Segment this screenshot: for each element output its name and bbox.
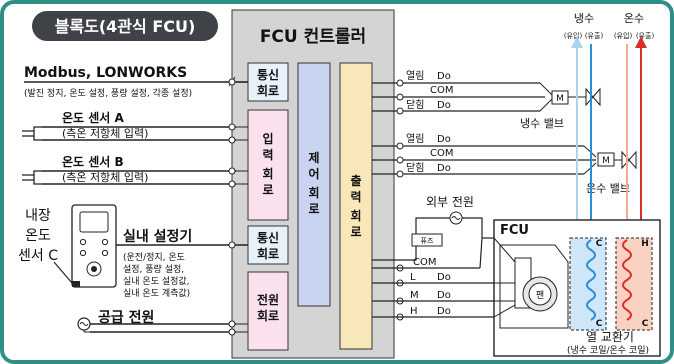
fan-h-label: H xyxy=(410,306,418,317)
cold-coil-bottom-label: C xyxy=(596,319,603,329)
hot-coil-bottom-label: C xyxy=(642,319,649,329)
comm2-line2: 회로 xyxy=(257,246,279,261)
fan-m-do: Do xyxy=(437,290,451,301)
cold-com-label: COM xyxy=(430,85,453,96)
builtin-line3: 센서 C xyxy=(18,248,58,264)
modbus-title: Modbus, LONWORKS xyxy=(24,65,187,81)
control-char-4: 로 xyxy=(308,202,319,216)
modbus-subtitle: (발진 정지, 온도 설정, 풍량 설정, 각종 설정) xyxy=(24,87,192,99)
heat-exchanger-sub: (냉수 코일/온수 코일) xyxy=(567,345,649,356)
input-circuit: 입 력 회 로 xyxy=(247,109,289,221)
hot-open-label: 열림 xyxy=(406,133,424,145)
hot-valve-icon xyxy=(621,150,637,170)
heat-exchanger-label: 열 교환기 xyxy=(586,330,634,344)
output-char-2: 력 xyxy=(350,190,361,204)
fan-outputs: COM L Do M Do H Do xyxy=(372,237,494,321)
comm1-line1: 통신 xyxy=(257,67,279,82)
hot-pipe-label: 온수 xyxy=(624,12,644,25)
cold-pipe-label: 냉수 xyxy=(574,12,594,25)
temp-sensor-a: 온도 센서 A (측온 저항체 입력) xyxy=(22,110,248,144)
cold-valve-icon xyxy=(585,87,601,107)
cold-valve-outputs: 열림 Do COM 닫힘 Do M 냉수 밸브 xyxy=(372,70,601,130)
room-setter-sub-3: 실내 온도 설정값, xyxy=(123,275,190,287)
external-power-label: 외부 전원 xyxy=(426,195,474,209)
sensor-a-icon xyxy=(22,126,42,141)
sensor-b-sub: (측온 저항체 입력) xyxy=(62,171,148,184)
fan-com-label: COM xyxy=(413,257,436,268)
cold-close-label: 닫힘 xyxy=(406,99,424,111)
hot-outflow-label: (유출) xyxy=(636,31,655,40)
comm1-line2: 회로 xyxy=(257,83,279,98)
fan-m-label: M xyxy=(410,290,419,301)
builtin-sensor-label: 내장 온도 센서 C xyxy=(18,208,73,284)
hot-open-do: Do xyxy=(437,134,451,145)
hot-close-label: 닫힘 xyxy=(406,162,424,174)
hot-inflow-label: (유입) xyxy=(614,32,633,40)
room-setter-sub-1: (운전/정지, 온도 xyxy=(123,252,185,263)
builtin-line1: 내장 xyxy=(25,208,51,224)
power-line2: 회로 xyxy=(257,308,279,323)
output-char-3: 회 xyxy=(350,208,361,223)
control-circuit: 제 어 회 로 xyxy=(297,62,331,307)
temp-sensor-b: 온도 센서 B (측온 저항체 입력) xyxy=(22,154,248,188)
power-line1: 전원 xyxy=(257,292,279,307)
output-char-1: 출 xyxy=(350,173,361,188)
input-char-3: 회 xyxy=(262,166,273,181)
control-char-1: 제 xyxy=(308,151,319,165)
hot-coil-top-label: H xyxy=(641,239,649,249)
room-setter-label: 실내 설정기 xyxy=(123,228,192,245)
input-char-2: 력 xyxy=(262,148,273,162)
room-controller-device xyxy=(71,204,117,288)
room-setter-sub-4: 실내 온도 계측값) xyxy=(123,287,190,299)
cold-open-do: Do xyxy=(437,71,451,82)
hot-com-label: COM xyxy=(430,148,453,159)
cold-close-do: Do xyxy=(437,100,451,111)
sensor-a-label: 온도 센서 A xyxy=(62,110,125,125)
input-char-4: 로 xyxy=(262,183,273,197)
sensor-b-label: 온도 센서 B xyxy=(62,154,124,169)
cold-open-label: 열림 xyxy=(406,70,424,82)
fan-l-label: L xyxy=(410,272,416,283)
cold-outflow-label: (유출) xyxy=(585,31,604,40)
hot-valve-outputs: 열림 Do COM 닫힘 Do M 온수 밸브 xyxy=(372,133,637,195)
fcu-unit: FCU 팬 C C H C 열 교환기 (냉수 코일/온수 코일) xyxy=(493,219,661,357)
room-setter-sub-2: 설정, 풍량 설정, xyxy=(123,263,184,275)
output-char-4: 로 xyxy=(350,225,361,239)
controller-title: FCU 컨트롤러 xyxy=(260,27,366,47)
fan-l-do: Do xyxy=(437,272,451,283)
fan-label: 팬 xyxy=(536,290,544,301)
external-power: 외부 전원 퓨즈 xyxy=(372,195,483,261)
supply-power: 공급 전원 xyxy=(77,309,248,336)
output-circuit: 출 력 회 로 xyxy=(339,62,373,350)
fuse-label: 퓨즈 xyxy=(421,237,434,245)
control-char-3: 회 xyxy=(308,185,319,200)
sensor-a-sub: (측온 저항체 입력) xyxy=(62,127,148,140)
cold-coil-top-label: C xyxy=(596,239,603,249)
modbus-input: Modbus, LONWORKS (발진 정지, 온도 설정, 풍량 설정, 각… xyxy=(24,65,248,99)
hot-coil xyxy=(615,237,653,331)
cold-valve-label: 냉수 밸브 xyxy=(520,117,564,130)
input-char-1: 입 xyxy=(262,132,273,146)
hot-valve-label: 온수 밸브 xyxy=(586,182,630,195)
title-pill xyxy=(32,11,218,41)
hot-close-do: Do xyxy=(437,163,451,174)
fan-h-do: Do xyxy=(437,306,451,317)
comm-circuit-2: 통신 회로 xyxy=(247,225,289,265)
hot-motor-label: M xyxy=(602,156,610,166)
control-char-2: 어 xyxy=(308,166,319,181)
cold-motor-label: M xyxy=(556,94,564,104)
supply-power-label: 공급 전원 xyxy=(98,309,154,326)
comm-circuit-1: 통신 회로 xyxy=(247,62,289,102)
cold-inflow-label: (유입) xyxy=(564,32,583,40)
diagram-title: 블록도(4관식 FCU) xyxy=(55,17,196,36)
comm2-line1: 통신 xyxy=(257,230,279,245)
power-circuit: 전원 회로 xyxy=(247,271,289,351)
builtin-line2: 온도 xyxy=(25,228,51,244)
sensor-b-icon xyxy=(22,170,42,185)
fcu-label: FCU xyxy=(500,223,529,238)
room-setter-connection: 실내 설정기 (운전/정지, 온도 설정, 풍량 설정, 실내 온도 설정값, … xyxy=(116,228,248,299)
